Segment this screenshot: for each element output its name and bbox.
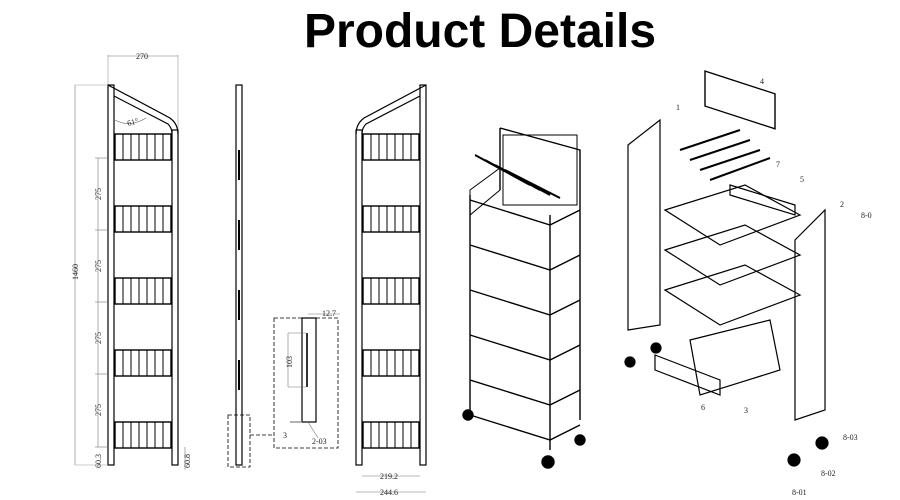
angle-dimension: 61° [126,116,139,128]
exploded-view [624,70,829,467]
part-label-3: 3 [744,406,748,415]
width-dimension: 270 [136,52,148,61]
back-view: 219.2 244.6 [355,84,427,497]
part-label-1: 1 [676,103,680,112]
part-label-8-03: 8-03 [843,433,858,442]
assembled-rack [462,127,586,469]
spacing-dimension: 275 [94,188,103,200]
bottom-right-dimension: 60.8 [183,454,192,468]
part-label-8-02: 8-02 [821,469,836,478]
detail-part-label: 2-03 [312,437,327,446]
inner-width-dimension: 219.2 [380,472,398,481]
part-label-8-01: 8-01 [792,488,807,497]
part-label-8-0: 8-0 [861,211,872,220]
part-label-4: 4 [760,77,764,86]
part-label-6: 6 [701,403,705,412]
part-label-2: 2 [840,200,844,209]
part-label-5: 5 [800,175,804,184]
part-label-7: 7 [776,160,780,169]
page-title: Product Details [303,5,657,58]
part-labels: 1 2 3 4 5 6 7 8-0 8-01 8-02 8-03 [676,77,872,497]
detail-thickness-dimension: 12.7 [322,309,336,318]
outer-width-dimension: 244.6 [380,488,398,497]
detail-offset-dimension: 3 [283,431,287,440]
spacing-dimension: 275 [94,260,103,272]
spacing-dimension: 275 [94,332,103,344]
front-view: 270 61° 1460 275 275 275 275 60.3 60.8 [71,52,192,470]
spacing-dimension: 275 [94,404,103,416]
detail-height-dimension: 103 [285,356,294,368]
side-view: 103 12.7 3 2-03 [227,84,340,468]
bottom-left-dimension: 60.3 [94,454,103,468]
height-dimension: 1460 [71,264,80,280]
